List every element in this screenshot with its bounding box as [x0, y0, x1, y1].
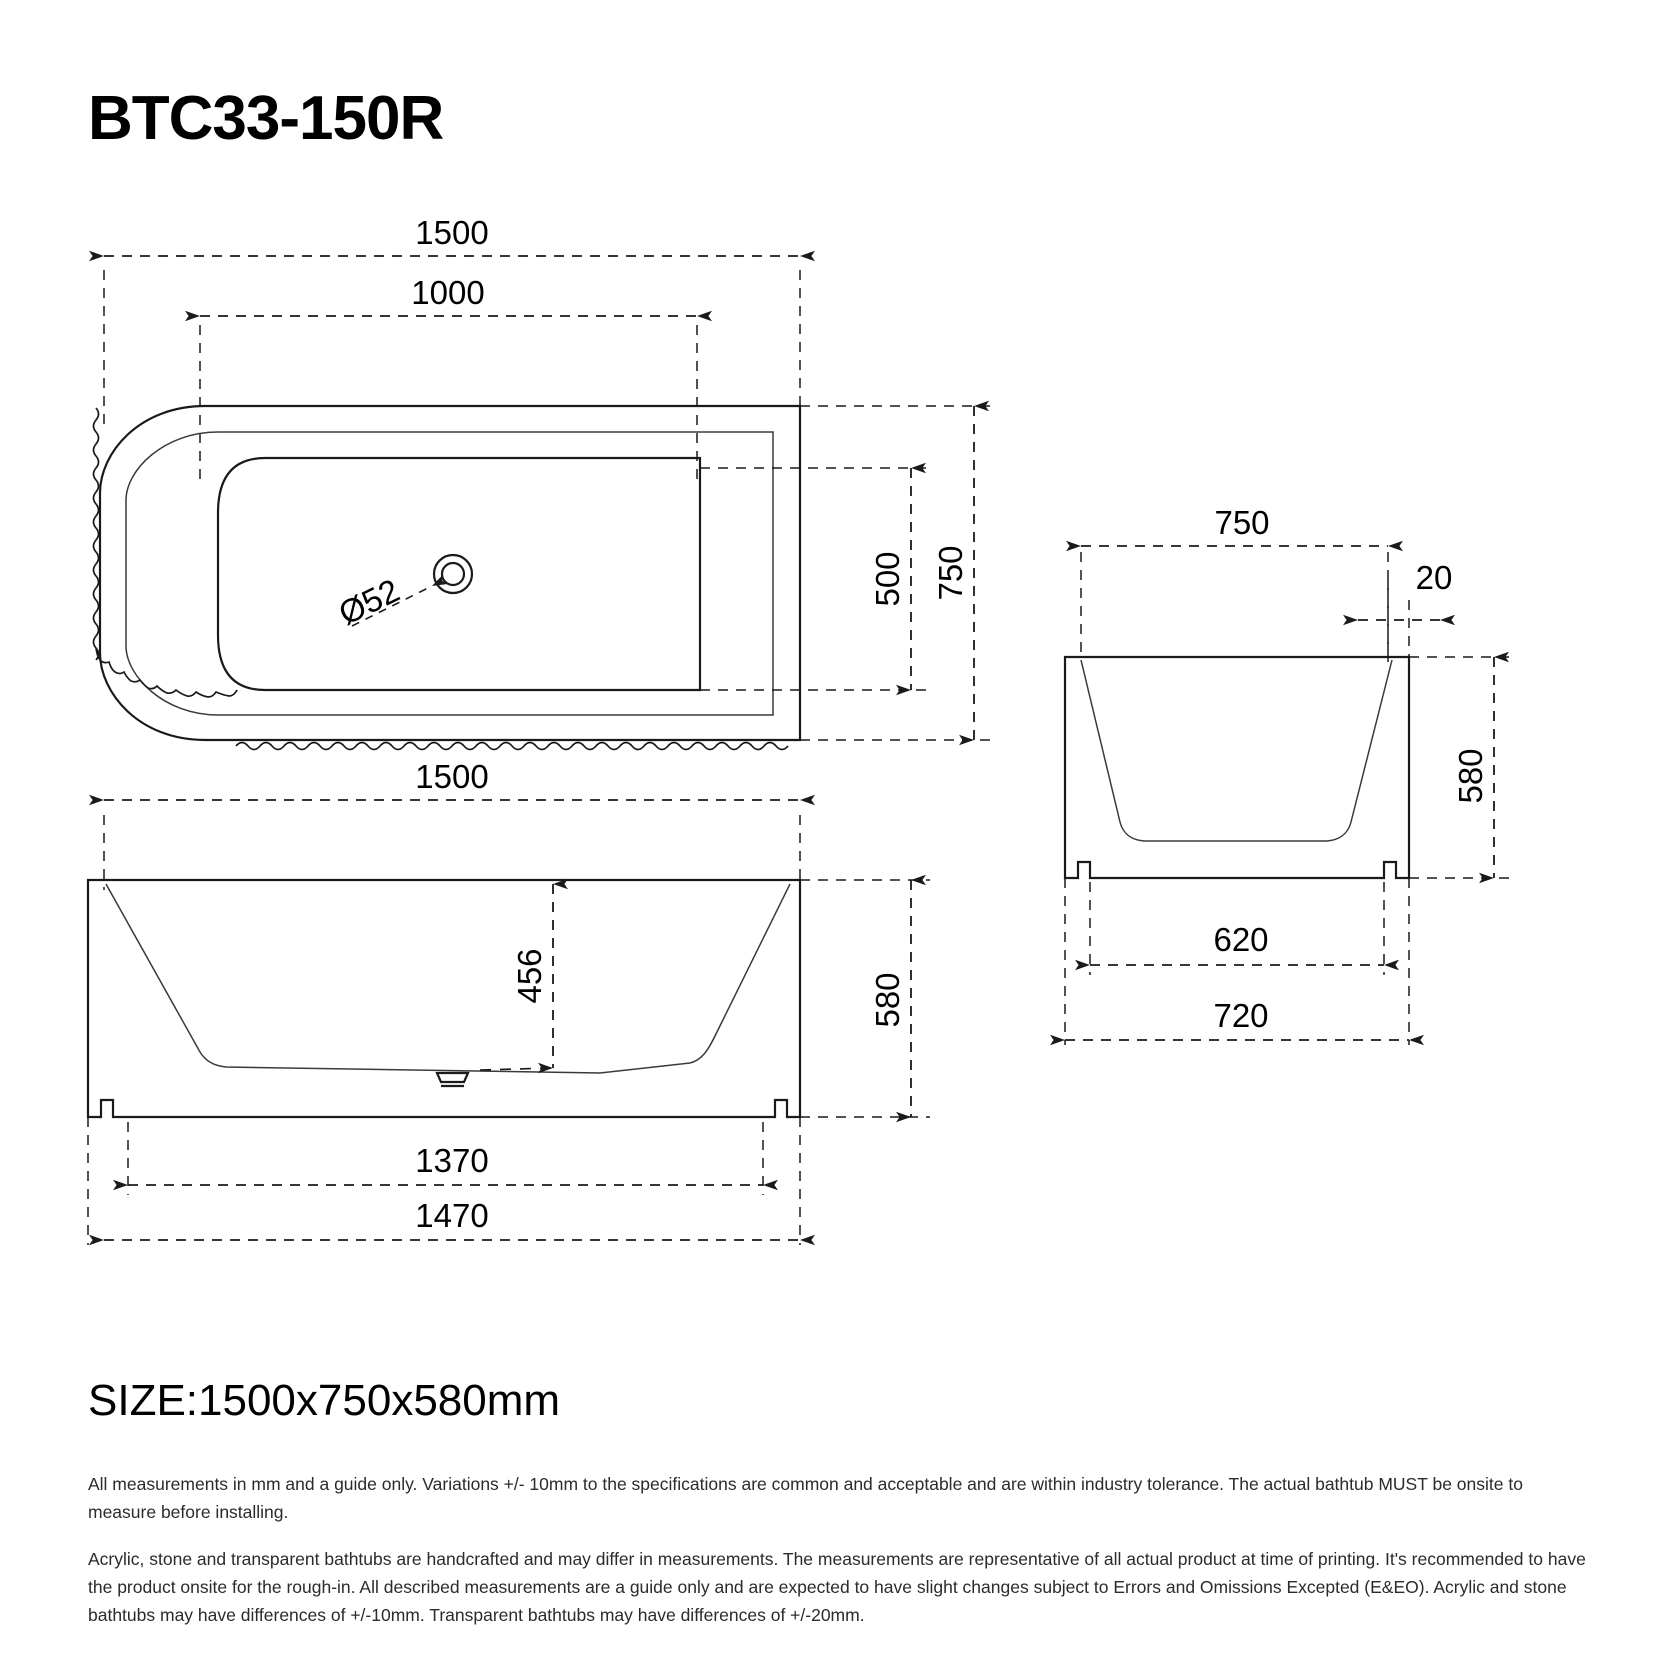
page-title: BTC33-150R	[88, 84, 444, 153]
front-view: 1500 456 580 1370 1470	[86, 758, 930, 1246]
side-view: 750 20 580 620 720	[1050, 504, 1510, 1046]
wall-hatch-curve	[95, 647, 238, 698]
dim-label-1000-top: 1000	[411, 274, 484, 311]
note-paragraph-1: All measurements in mm and a guide only.…	[88, 1474, 1523, 1523]
dim-label-1500-top: 1500	[415, 214, 488, 251]
wall-hatch-edge	[92, 407, 100, 661]
note-paragraph-2: Acrylic, stone and transparent bathtubs …	[88, 1548, 1586, 1626]
disclaimer-notes: All measurements in mm and a guide only.…	[88, 1470, 1588, 1648]
wall-hatch-bottom	[235, 741, 789, 751]
dim-label-500: 500	[869, 551, 906, 606]
dim-label-drain-diameter: Ø52	[333, 571, 405, 632]
dim-label-750-top: 750	[932, 545, 969, 600]
dim-label-620: 620	[1213, 921, 1268, 958]
dim-label-20: 20	[1416, 559, 1453, 596]
tub-outer-outline	[98, 404, 802, 742]
tub-side-basin-profile	[1080, 659, 1393, 842]
tub-front-basin-profile	[105, 883, 791, 1074]
size-summary: SIZE:1500x750x580mm	[88, 1376, 561, 1425]
dim-label-1500-front: 1500	[415, 758, 488, 795]
tub-side-outline	[1063, 655, 1411, 880]
top-view: 1500 1000 Ø52 500 750	[89, 214, 990, 751]
tub-basin-outline	[216, 456, 702, 692]
drain-outlet	[432, 553, 474, 595]
dim-label-720: 720	[1213, 997, 1268, 1034]
drain-stub	[435, 1071, 470, 1088]
dim-label-580-side: 580	[1452, 748, 1489, 803]
hidden-base-line	[479, 1067, 554, 1071]
dim-label-580-front: 580	[869, 972, 906, 1027]
dim-label-456: 456	[511, 948, 548, 1003]
dim-label-1370: 1370	[415, 1142, 488, 1179]
dim-label-750-side: 750	[1214, 504, 1269, 541]
dim-label-1470: 1470	[415, 1197, 488, 1234]
tub-rim-contour	[125, 431, 774, 716]
